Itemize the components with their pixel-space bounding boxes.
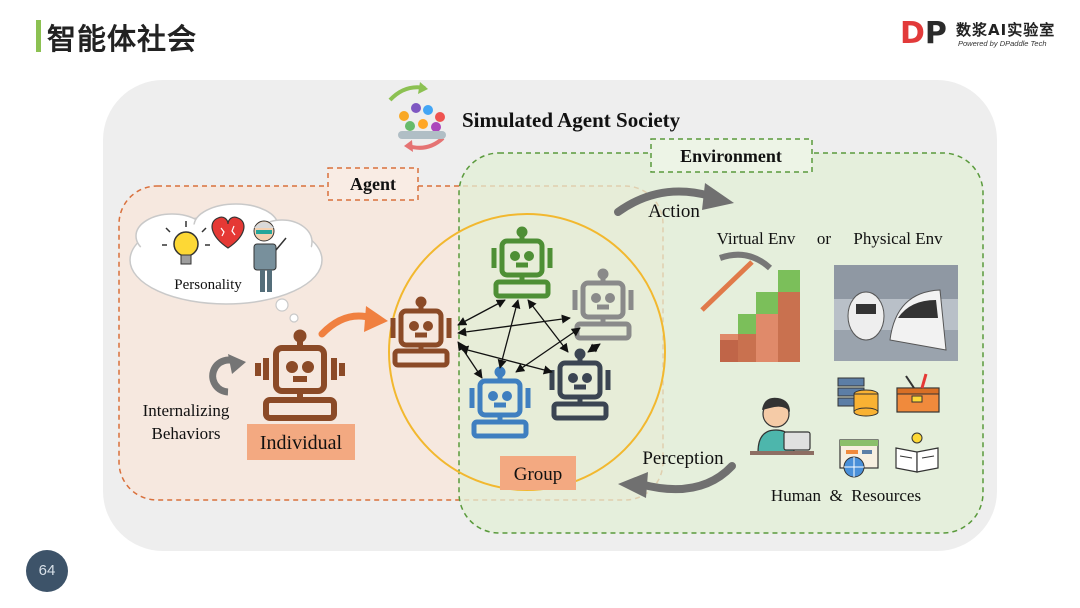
human-at-laptop-icon: [750, 397, 814, 455]
logo-mark: DP: [900, 16, 947, 51]
group-agent-robot-brown: [390, 296, 452, 368]
individual-to-group-arrowhead: [364, 306, 388, 332]
page-number: 64: [26, 550, 68, 592]
group-agent-robot-blue: [469, 366, 531, 439]
action-arrow: [614, 187, 714, 216]
internalizing-label-line2: Behaviors: [152, 424, 221, 443]
internalizing-label-line1: Internalizing: [143, 401, 230, 420]
heart-icon: [211, 216, 245, 249]
individual-label: Individual: [260, 432, 343, 454]
logo-tagline: Powered by DPaddle Tech: [958, 39, 1047, 48]
web-globe-icon: [839, 439, 879, 478]
book-idea-icon: [895, 432, 939, 473]
group-label: Group: [514, 464, 563, 485]
virtual-env-label: Virtual Env: [717, 229, 796, 248]
perception-label: Perception: [642, 448, 724, 469]
brand-logo: DP addle 数浆AI实验室 Powered by DPaddle Tech: [900, 18, 1060, 52]
environment-label: Environment: [680, 146, 782, 166]
agent-label: Agent: [350, 174, 396, 194]
virtual-env-stairs-icon: [700, 251, 800, 362]
group-label-box: [500, 456, 576, 490]
database-server-icon: [837, 377, 879, 417]
group-agent-robot-green: [491, 226, 553, 299]
action-label: Action: [648, 201, 700, 222]
diagram-title: Simulated Agent Society: [462, 108, 681, 132]
or-label: or: [817, 229, 832, 248]
toolbox-icon: [896, 373, 940, 413]
individual-robot-icon: [255, 329, 345, 421]
environment-label-box: [650, 138, 813, 173]
lightbulb-icon: [162, 221, 210, 265]
internalizing-arrowhead: [228, 354, 246, 374]
interaction-arrows: [457, 299, 601, 379]
page-title: 智能体社会: [47, 22, 198, 56]
action-arrowhead: [702, 183, 734, 210]
physical-env-label: Physical Env: [853, 229, 943, 248]
old-man-icon: [253, 220, 287, 292]
logo-name: 数浆AI实验室: [956, 21, 1056, 39]
individual-label-box: [247, 424, 355, 460]
society-icon: [388, 82, 446, 152]
agent-label-box: [327, 167, 419, 201]
title-accent-bar: [36, 20, 41, 52]
perception-arrow: [636, 462, 736, 494]
physical-env-photo: [834, 265, 958, 361]
human-resources-label: Human & Resources: [771, 486, 921, 505]
personality-label: Personality: [174, 277, 242, 293]
perception-arrowhead: [618, 472, 648, 498]
